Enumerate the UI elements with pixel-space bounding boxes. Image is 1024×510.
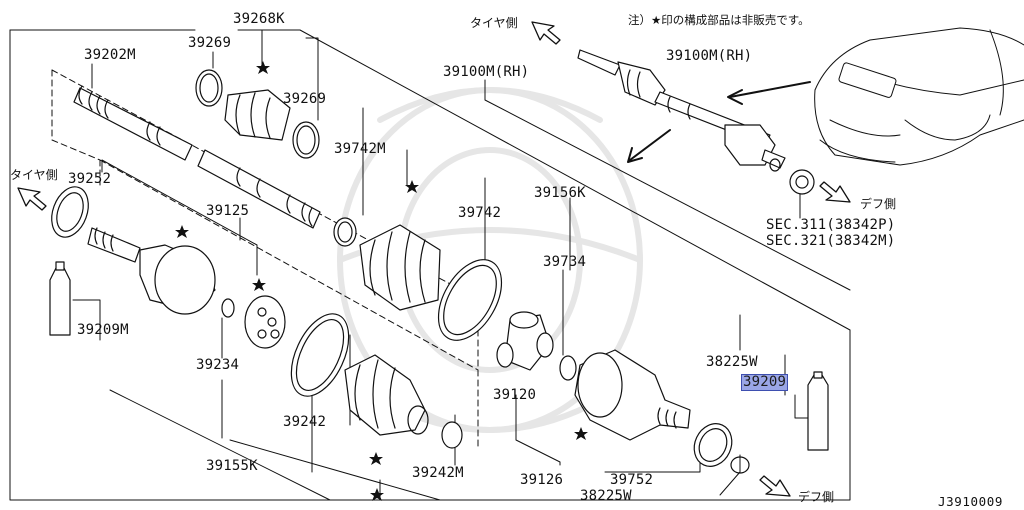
grease-tube-39209M xyxy=(49,261,71,336)
part-label-39156K: 39156K xyxy=(534,185,586,201)
part-label-39100M-assembly: 39100M(RH) xyxy=(666,48,753,64)
part-label-38225W-b: 38225W xyxy=(580,488,632,504)
direction-arrows xyxy=(17,21,851,497)
part-label-39742M: 39742M xyxy=(334,141,386,157)
direction-diff-side-bottom: デフ側 xyxy=(798,490,835,504)
part-label-39734: 39734 xyxy=(543,254,587,270)
band-39242M xyxy=(441,421,463,449)
part-label-39209M: 39209M xyxy=(77,322,129,338)
part-label-39209-highlighted[interactable]: 39209 xyxy=(740,374,789,391)
part-label-39242: 39242 xyxy=(283,414,327,430)
part-label-39234: 39234 xyxy=(196,357,240,373)
boot-39268K xyxy=(195,69,320,159)
sec-ref-311: SEC.311(38342P) xyxy=(766,217,896,233)
band-39242 xyxy=(290,313,350,397)
leader-lines xyxy=(72,29,851,501)
direction-tire-side-top: タイヤ側 xyxy=(470,16,518,30)
ring-39252 xyxy=(51,186,89,238)
sec-ref-321: SEC.321(38342M) xyxy=(766,233,896,249)
part-label-38225W-a: 38225W xyxy=(706,354,758,370)
shaft-39202M xyxy=(73,85,321,229)
part-label-39269-a: 39269 xyxy=(188,35,232,51)
part-label-39155K: 39155K xyxy=(206,458,258,474)
part-label-39742: 39742 xyxy=(458,205,502,221)
snapring-39734 xyxy=(559,355,577,381)
seal-sec xyxy=(789,169,815,195)
direction-tire-side-left: タイヤ側 xyxy=(10,168,58,182)
circlip xyxy=(730,456,750,474)
watermark xyxy=(337,87,643,433)
tripod-39120 xyxy=(496,311,554,371)
part-label-39269-b: 39269 xyxy=(283,91,327,107)
car-outline xyxy=(814,27,1024,166)
part-label-39126: 39126 xyxy=(520,472,564,488)
shaft-assembly-39100M xyxy=(577,49,786,172)
part-label-39252: 39252 xyxy=(68,171,112,187)
housing-39126 xyxy=(574,349,691,441)
boot-inner xyxy=(344,354,429,436)
direction-diff-side-top: デフ側 xyxy=(860,197,897,211)
band-39742M xyxy=(333,217,357,247)
part-label-39125: 39125 xyxy=(206,203,250,219)
joint-outer xyxy=(87,227,216,315)
bearing-39125 xyxy=(244,295,286,349)
part-label-39242M: 39242M xyxy=(412,465,464,481)
stars xyxy=(175,61,588,501)
boot-outer xyxy=(359,224,441,311)
grease-tube-39209 xyxy=(807,371,829,451)
seal-39752 xyxy=(693,423,733,467)
note-text: 注）★印の構成部品は非販売です。 xyxy=(628,13,810,27)
assembly-arrows xyxy=(627,81,811,163)
snapring-39234 xyxy=(221,298,235,318)
part-label-39268K: 39268K xyxy=(233,11,285,27)
part-label-39100M: 39100M(RH) xyxy=(443,64,530,80)
diagram-code: J3910009 xyxy=(938,494,1004,509)
band-39742 xyxy=(437,259,503,341)
part-label-39120: 39120 xyxy=(493,387,537,403)
part-label-39202M: 39202M xyxy=(84,47,136,63)
part-label-39752: 39752 xyxy=(610,472,654,488)
